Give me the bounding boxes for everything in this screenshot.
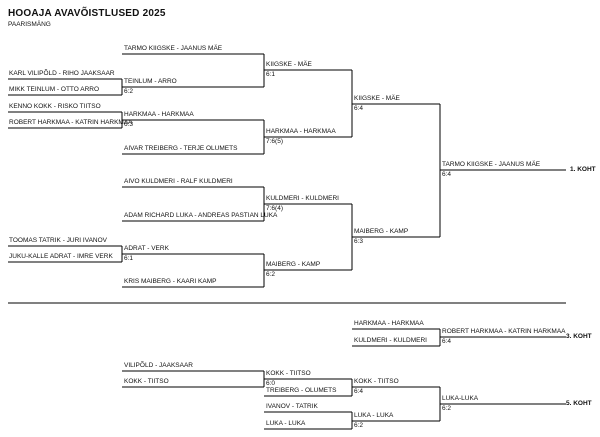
page-subtitle: PAARISMÄNG	[8, 21, 51, 28]
qf-team: KIIGSKE - MÄE	[266, 61, 312, 68]
r2-team: ADRAT - VERK	[124, 245, 169, 252]
fifth-r2-team: KOKK - TIITSO	[266, 370, 311, 377]
r1-team: JUKU-KALLE ADRAT - IMRE VERK	[9, 253, 113, 260]
fifth-r2-team: TREIBERG - OLUMETS	[266, 387, 337, 394]
r2-team: TEINLUM - ARRO	[124, 78, 177, 85]
qf-team: HARKMAA - HARKMAA	[266, 128, 336, 135]
qf-team: KULDMERI - KULDMERI	[266, 195, 339, 202]
fifth-r1-team: LUKA - LUKA	[266, 420, 306, 427]
third-place-team: KULDMERI - KULDMERI	[354, 337, 427, 344]
fifth-mid-team: KOKK - TIITSO	[354, 378, 399, 385]
r2-score: 6:2	[124, 88, 134, 95]
r2-score: 6:3	[124, 121, 134, 128]
qf-team: MAIBERG - KAMP	[266, 261, 321, 268]
fifth-r2-team: LUKA - LUKA	[354, 412, 394, 419]
sf-team: KIIGSKE - MÄE	[354, 95, 400, 102]
sf-score: 6:4	[354, 105, 364, 112]
page-title: HOOAJA AVAVÕISTLUSED 2025	[8, 8, 166, 19]
third-place-score: 6:4	[442, 338, 452, 345]
fifth-r1-team: KOKK - TIITSO	[124, 378, 169, 385]
qf-score: 6:2	[266, 271, 276, 278]
r2-team: AIVO KULDMERI - RALF KULDMERI	[124, 178, 233, 185]
r1-team: MIKK TEINLUM - OTTO ARRO	[9, 86, 100, 93]
fifth-mid-score: 6:4	[354, 388, 364, 395]
fifth-r2-score: 6:2	[354, 422, 364, 429]
r1-team: ROBERT HARKMAA - KATRIN HARKMAA	[9, 119, 133, 126]
fifth-r2-score: 6:0	[266, 380, 276, 387]
r2-team: HARKMAA - HARKMAA	[124, 111, 194, 118]
r2-team: KRIS MAIBERG - KAARI KAMP	[124, 278, 217, 285]
sf-team: MAIBERG - KAMP	[354, 228, 409, 235]
fifth-r1-team: IVANOV - TATRIK	[266, 403, 318, 410]
final-score: 6:4	[442, 171, 452, 178]
third-place-team: HARKMAA - HARKMAA	[354, 320, 424, 327]
r2-score: 6:1	[124, 255, 134, 262]
r1-team: TOOMAS TATRIK - JURI IVANOV	[9, 237, 107, 244]
fifth-winner: LUKA-LUKA	[442, 395, 479, 402]
place-5-label: 5. KOHT	[566, 400, 592, 407]
place-1-label: 1. KOHT	[570, 166, 596, 173]
r2-team: AIVAR TREIBERG - TERJE OLUMETS	[124, 145, 238, 152]
qf-score: 6:1	[266, 71, 276, 78]
r1-team: KENNO KOKK - RISKO TIITSO	[9, 103, 101, 110]
fifth-winner-score: 6:2	[442, 405, 452, 412]
r1-team: KARL VILIPÕLD - RIHO JAAKSAAR	[9, 70, 115, 77]
final-winner: TARMO KIIGSKE - JAANUS MÄE	[442, 161, 541, 168]
fifth-r1-team: VILIPÕLD - JAAKSAAR	[124, 362, 193, 369]
sf-score: 6:3	[354, 238, 364, 245]
qf-score: 7:6(4)	[266, 205, 283, 212]
qf-score: 7:6(5)	[266, 138, 283, 145]
third-place-winner: ROBERT HARKMAA - KATRIN HARKMAA	[442, 328, 566, 335]
place-3-label: 3. KOHT	[566, 333, 592, 340]
r2-team: TARMO KIIGSKE - JAANUS MÄE	[124, 45, 223, 52]
r2-team: ADAM RICHARD LUKA - ANDREAS PASTIAN LUKA	[124, 212, 278, 219]
